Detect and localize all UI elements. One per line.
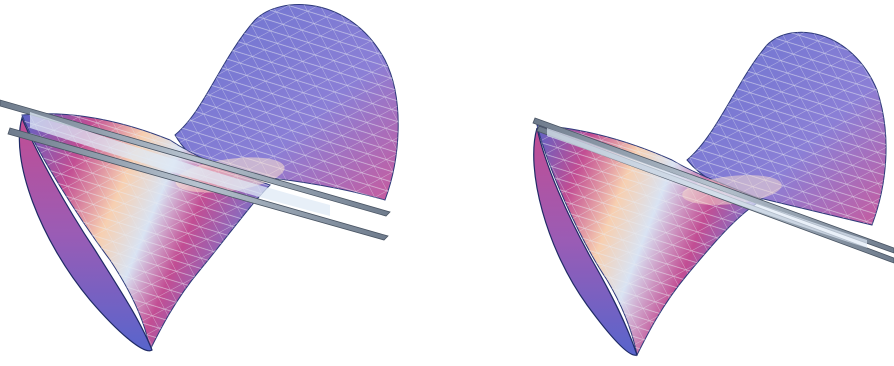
- hyperboloid-open-rim: [533, 127, 638, 356]
- hyperboloid-figure-left: [0, 4, 399, 352]
- cutting-plane-lower: [7, 127, 389, 241]
- section-band: [547, 128, 867, 248]
- mesh-overlay-upper: [175, 4, 399, 201]
- hyperboloid-right-svg: [532, 31, 894, 357]
- hyperboloid-figure-right: [447, 0, 894, 366]
- cutting-plane-upper: [0, 99, 391, 217]
- hyperboloid-left-svg: [0, 4, 399, 352]
- hyperboloid-open-rim: [18, 116, 153, 352]
- section-band: [30, 112, 330, 216]
